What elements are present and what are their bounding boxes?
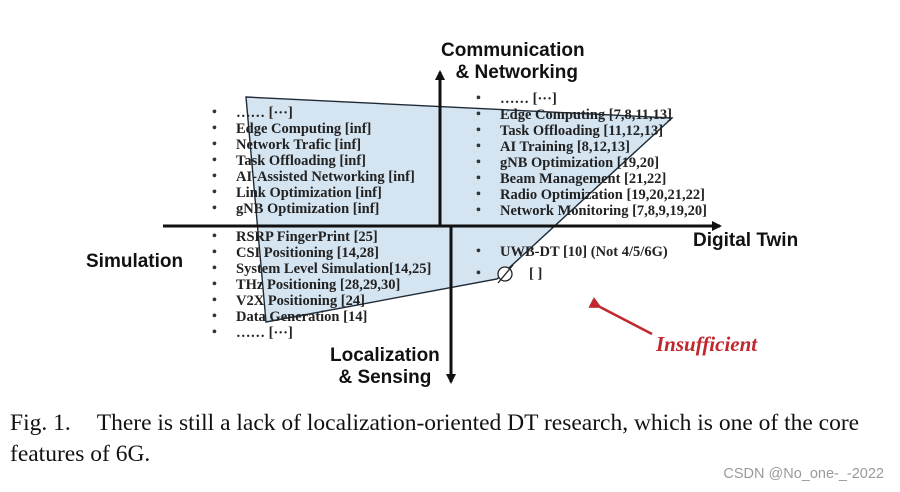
simulation-localization-list: RSRP FingerPrint [25] CSI Positioning [1… xyxy=(212,229,431,341)
watermark: CSDN @No_one-_-2022 xyxy=(723,466,884,482)
list-item: AI-Assisted Networking [inf] xyxy=(212,169,415,185)
list-item: Edge Computing [inf] xyxy=(212,121,415,137)
figure-caption: Fig. 1.There is still a lack of localiza… xyxy=(10,408,890,470)
list-item: …… [···] xyxy=(476,91,707,107)
list-item: gNB Optimization [inf] xyxy=(212,201,415,217)
top-axis-label: Communication & Networking xyxy=(441,40,585,84)
list-item: [ ] xyxy=(476,266,668,282)
list-item: UWB-DT [10] (Not 4/5/6G) xyxy=(476,244,668,260)
caption-text: There is still a lack of localization-or… xyxy=(10,410,860,467)
left-axis-label: Simulation xyxy=(86,251,184,272)
dt-networking-list: …… [···] Edge Computing [7,8,11,13] Task… xyxy=(476,91,707,219)
insufficient-label: Insufficient xyxy=(656,332,758,356)
list-item: Radio Optimization [19,20,21,22] xyxy=(476,187,707,203)
list-item: Edge Computing [7,8,11,13] xyxy=(476,107,707,123)
list-item: …… [···] xyxy=(212,325,431,341)
top-axis-label-line-1: Communication xyxy=(441,40,585,61)
list-item: THz Positioning [28,29,30] xyxy=(212,277,431,293)
list-item: Data Generation [14] xyxy=(212,309,431,325)
list-item: Beam Management [21,22] xyxy=(476,171,707,187)
bottom-axis-label: Localization & Sensing xyxy=(330,345,440,389)
list-item: CSI Positioning [14,28] xyxy=(212,245,431,261)
list-item: AI Training [8,12,13] xyxy=(476,139,707,155)
list-item: V2X Positioning [24] xyxy=(212,293,431,309)
list-item: RSRP FingerPrint [25] xyxy=(212,229,431,245)
list-item: Link Optimization [inf] xyxy=(212,185,415,201)
simulation-networking-list: …… [···] Edge Computing [inf] Network Tr… xyxy=(212,105,415,217)
list-item: Task Offloading [11,12,13] xyxy=(476,123,707,139)
list-item: …… [···] xyxy=(212,105,415,121)
top-axis-label-line-2: & Networking xyxy=(455,62,578,83)
dt-localization-list: UWB-DT [10] (Not 4/5/6G) [ ] xyxy=(476,244,668,282)
bottom-axis-label-line-2: & Sensing xyxy=(338,367,432,388)
list-item: Task Offloading [inf] xyxy=(212,153,415,169)
list-item: Network Monitoring [7,8,9,19,20] xyxy=(476,203,707,219)
list-item: gNB Optimization [19,20] xyxy=(476,155,707,171)
caption-lead: Fig. 1. xyxy=(10,410,71,436)
right-axis-label: Digital Twin xyxy=(693,230,799,251)
insufficient-arrow xyxy=(588,297,653,336)
bottom-axis-label-line-1: Localization xyxy=(330,345,440,366)
list-item: System Level Simulation[14,25] xyxy=(212,261,431,277)
list-item: Network Trafic [inf] xyxy=(212,137,415,153)
